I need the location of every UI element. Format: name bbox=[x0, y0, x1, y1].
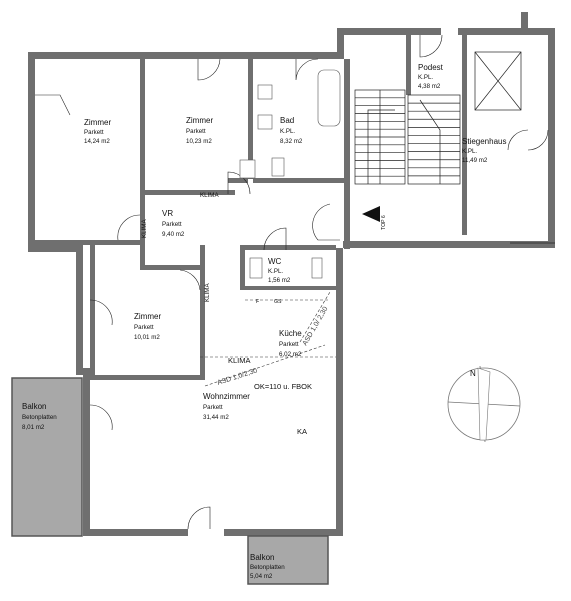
north-arrow: N bbox=[447, 365, 521, 443]
balconies bbox=[11, 377, 329, 585]
room-stiegenhaus-name: Stiegenhaus bbox=[462, 137, 506, 146]
room-vr-material: Parkett bbox=[162, 221, 182, 228]
room-zimmer1-material: Parkett bbox=[84, 129, 104, 136]
asd-label-1: ASD 1,0/2,30 bbox=[216, 367, 258, 387]
room-zimmer3-material: Parkett bbox=[134, 324, 154, 331]
room-wohnzimmer-area: 31,44 m2 bbox=[203, 414, 229, 421]
room-balkon1-name: Balkon bbox=[22, 402, 46, 411]
top-label: TOP 6 bbox=[381, 215, 387, 230]
room-zimmer1-name: Zimmer bbox=[84, 118, 111, 127]
klima-label-zimmer: KLIMA bbox=[204, 283, 211, 302]
room-stiegenhaus-area: 11,49 m2 bbox=[462, 157, 488, 164]
walls bbox=[28, 12, 555, 536]
room-balkon1-material: Betonplatten bbox=[22, 414, 57, 421]
room-bad-name: Bad bbox=[280, 116, 294, 125]
room-wc-name: WC bbox=[268, 257, 282, 266]
room-wohnzimmer-name: Wohnzimmer bbox=[203, 392, 250, 401]
room-balkon2-name: Balkon bbox=[250, 553, 274, 562]
bathroom-fixtures bbox=[239, 69, 341, 279]
klima-label-top: KLIMA bbox=[200, 192, 219, 199]
room-zimmer2-material: Parkett bbox=[186, 128, 206, 135]
klima-label-living: KLIMA bbox=[228, 356, 251, 365]
room-kueche-name: Küche bbox=[279, 329, 302, 338]
room-stiegenhaus-material: K.PL. bbox=[462, 148, 477, 155]
room-vr-area: 9,40 m2 bbox=[162, 231, 185, 238]
ok-label: OK=110 u. FBOK bbox=[254, 382, 312, 391]
asd-label-2: ASD 1,0/ 2,30 bbox=[302, 306, 330, 347]
room-zimmer2-name: Zimmer bbox=[186, 116, 213, 125]
room-kueche-area: 6,02 m2 bbox=[279, 351, 302, 358]
ka-label: KA bbox=[297, 427, 307, 436]
staircase bbox=[354, 51, 522, 185]
dashed-lines bbox=[200, 242, 555, 387]
doors bbox=[35, 34, 549, 530]
klima-label-vr: KLIMA bbox=[141, 219, 148, 238]
room-labels: Zimmer Parkett 14,24 m2 Zimmer Parkett 1… bbox=[22, 63, 506, 580]
room-balkon2-area: 5,04 m2 bbox=[250, 573, 273, 580]
north-label: N bbox=[470, 369, 476, 378]
room-zimmer2-area: 10,23 m2 bbox=[186, 138, 212, 145]
top-marker: TOP 6 bbox=[362, 206, 387, 230]
room-wc-area: 1,56 m2 bbox=[268, 277, 291, 284]
room-zimmer3-name: Zimmer bbox=[134, 312, 161, 321]
room-podest-name: Podest bbox=[418, 63, 444, 72]
room-balkon2-material: Betonplatten bbox=[250, 564, 285, 571]
room-bad-area: 8,32 m2 bbox=[280, 138, 303, 145]
gs-label: GS bbox=[274, 299, 282, 305]
room-podest-area: 4,38 m2 bbox=[418, 83, 441, 90]
room-wc-material: K.PL. bbox=[268, 268, 283, 275]
room-bad-material: K.PL. bbox=[280, 128, 295, 135]
fridge-label: F bbox=[256, 299, 259, 305]
room-balkon1-area: 8,01 m2 bbox=[22, 424, 45, 431]
room-kueche-material: Parkett bbox=[279, 341, 299, 348]
room-wohnzimmer-material: Parkett bbox=[203, 404, 223, 411]
room-zimmer1-area: 14,24 m2 bbox=[84, 138, 110, 145]
room-vr-name: VR bbox=[162, 209, 173, 218]
room-zimmer3-area: 10,01 m2 bbox=[134, 334, 160, 341]
room-podest-material: K.PL. bbox=[418, 74, 433, 81]
